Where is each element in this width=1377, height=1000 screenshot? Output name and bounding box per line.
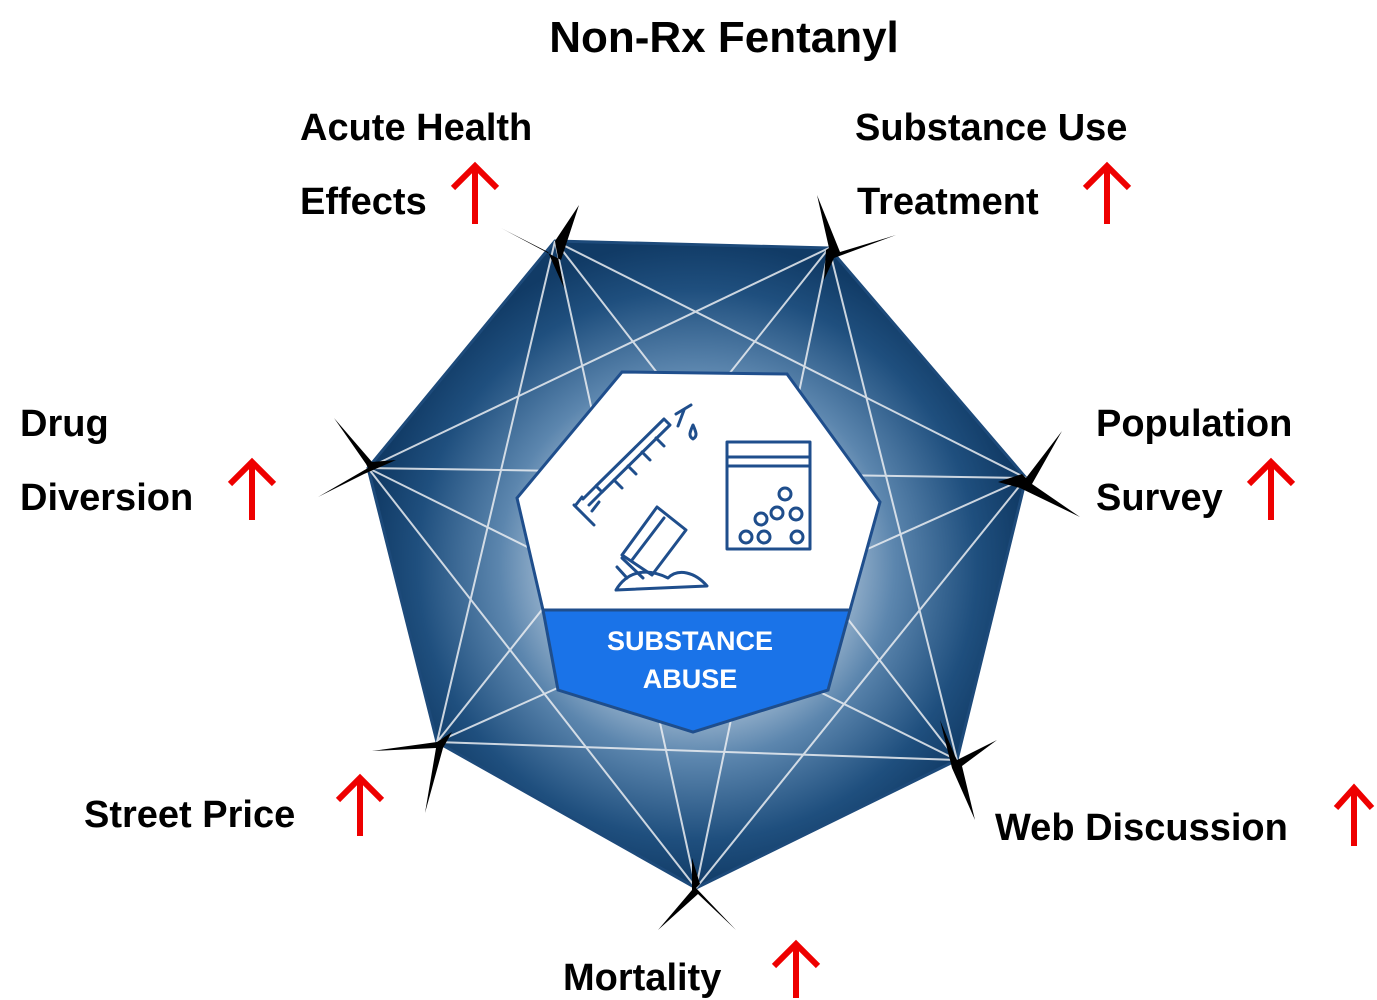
indicator-label-line1: Acute Health [300, 107, 532, 149]
indicator-label-line2: Effects [300, 181, 427, 223]
substance-abuse-icon [572, 403, 812, 592]
diagram-title: Non-Rx Fentanyl [549, 13, 899, 62]
indicator-mortality: Mortality [563, 957, 721, 999]
node-marker-street-price [372, 732, 452, 813]
badge-caption-line1: SUBSTANCE [607, 626, 773, 656]
indicator-label-line1: Population [1096, 403, 1292, 445]
node-marker-substance-use-treatment [817, 195, 896, 280]
indicator-label-line1: Web Discussion [995, 807, 1288, 849]
powder-pile-icon [614, 570, 709, 592]
indicator-street-price: Street Price [84, 794, 295, 836]
indicator-population-survey: Population Survey [1096, 403, 1292, 519]
up-arrow-icon [227, 457, 277, 520]
indicator-drug-diversion: Drug Diversion [20, 403, 193, 519]
razor-blade-icon [615, 505, 688, 580]
indicator-label-line2: Diversion [20, 477, 193, 519]
indicator-label-line1: Mortality [563, 957, 721, 999]
up-arrow-icon [335, 773, 385, 836]
indicator-substance-use-treatment: Substance Use Treatment [855, 107, 1127, 223]
indicator-web-discussion: Web Discussion [995, 807, 1288, 849]
pill-bag-icon [725, 440, 812, 551]
indicator-acute-health-effects: Acute Health Effects [300, 107, 532, 223]
node-marker-web-discussion [940, 720, 997, 820]
node-marker-mortality [658, 858, 736, 930]
up-arrow-icon [771, 939, 821, 998]
up-arrow-icon [450, 161, 500, 224]
badge-caption-line2: ABUSE [643, 664, 738, 694]
indicator-label-line1: Substance Use [855, 107, 1127, 149]
badge-caption-band [541, 608, 852, 734]
node-markers [318, 195, 1080, 930]
substance-abuse-badge: SUBSTANCE ABUSE [515, 370, 882, 734]
indicator-label-line2: Survey [1096, 477, 1223, 519]
up-arrow-icon [1246, 457, 1296, 520]
indicator-label-line1: Drug [20, 403, 109, 445]
up-arrow-icon [1333, 783, 1375, 846]
droplet-icon [688, 423, 698, 441]
indicator-label-line2: Treatment [857, 181, 1039, 223]
syringe-icon [572, 403, 693, 527]
up-arrow-icon [1082, 161, 1132, 224]
indicator-label-line1: Street Price [84, 794, 295, 836]
